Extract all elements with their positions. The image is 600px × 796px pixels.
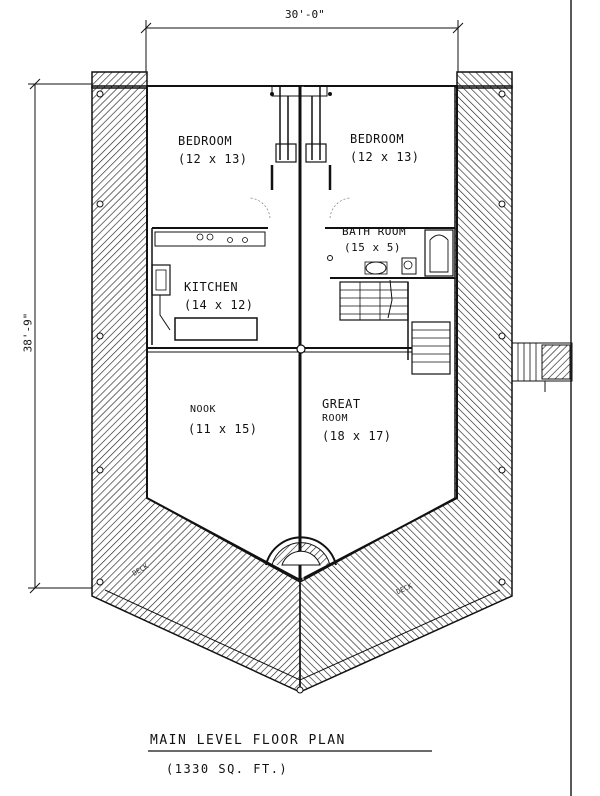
exterior-stairs: [511, 342, 573, 392]
room-size-nook: (11 x 15): [188, 422, 258, 436]
bathroom-fixtures: [325, 227, 455, 279]
room-name-nook: NOOK: [190, 404, 217, 415]
room-name-bedroom-left: BEDROOM: [178, 134, 233, 148]
interior-outline: [146, 85, 458, 582]
corner-post-left: [91, 71, 148, 89]
room-name-bedroom-right: BEDROOM: [350, 132, 405, 146]
kitchen-counters: [151, 227, 268, 345]
width-dimension-line: [140, 20, 464, 72]
deck-hatched-area: [91, 85, 513, 694]
plan-subtitle: (1330 SQ. FT.): [166, 762, 289, 776]
perimeter-dots: [96, 90, 506, 694]
room-name-great: GREAT: [322, 397, 361, 411]
depth-dimension-line: [28, 78, 92, 594]
room-size-bedroom-right: (12 x 13): [350, 150, 420, 164]
depth-dimension: 38'-9": [21, 302, 35, 363]
plan-title: MAIN LEVEL FLOOR PLAN: [150, 733, 346, 748]
room-size-bedroom-left: (12 x 13): [178, 152, 248, 166]
corner-post-right: [456, 71, 513, 89]
room-name-kitchen: KITCHEN: [184, 280, 239, 294]
room-size-bath: (15 x 5): [344, 241, 401, 254]
width-dimension: 30'-0": [282, 8, 328, 21]
closets: [270, 85, 332, 190]
room-name-great-2: ROOM: [322, 413, 349, 424]
room-size-kitchen: (14 x 12): [184, 298, 254, 312]
room-name-bath: BATH ROOM: [342, 225, 407, 238]
fireplace: [265, 536, 337, 566]
stairs: [339, 279, 451, 375]
room-size-great: (18 x 17): [322, 429, 392, 443]
